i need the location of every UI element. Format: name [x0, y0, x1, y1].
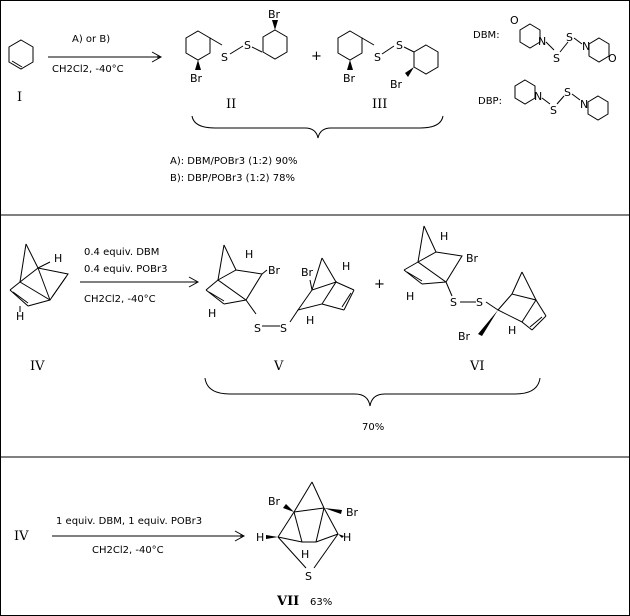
- scheme1-plus: +: [311, 49, 322, 64]
- svg-text:H: H: [343, 531, 351, 544]
- condition-A: A): DBM/POBr3 (1:2) 90%: [170, 156, 298, 167]
- svg-text:Br: Br: [343, 72, 356, 85]
- label-VI: VI: [469, 359, 485, 374]
- scheme-2: H H IV 0.4 equiv. DBM 0.4 equiv. POBr3 C…: [9, 225, 547, 433]
- label-IV-scheme3: IV: [14, 529, 29, 544]
- label-V: V: [273, 359, 284, 374]
- svg-text:Br: Br: [268, 495, 281, 508]
- label-III: III: [372, 97, 387, 112]
- svg-text:N: N: [580, 98, 588, 111]
- scheme-3: IV 1 equiv. DBM, 1 equiv. POBr3 CH2Cl2, …: [14, 481, 359, 609]
- svg-text:H: H: [406, 290, 414, 303]
- svg-text:H: H: [208, 307, 216, 320]
- svg-text:S: S: [450, 296, 457, 309]
- svg-text:H: H: [245, 248, 253, 261]
- arrow3-reagents: 1 equiv. DBM, 1 equiv. POBr3: [56, 516, 202, 527]
- scheme3-yield: 63%: [310, 597, 332, 608]
- svg-text:S: S: [244, 39, 251, 52]
- svg-text:Br: Br: [390, 78, 403, 91]
- scheme2-plus: +: [374, 277, 385, 292]
- product-VI-structure: H Br H S S Br H: [403, 225, 547, 343]
- svg-text:S: S: [476, 296, 483, 309]
- svg-text:H: H: [440, 230, 448, 243]
- arrow3-head: [234, 530, 246, 542]
- svg-text:H: H: [16, 310, 24, 323]
- svg-text:S: S: [374, 51, 381, 64]
- product-V-structure: H Br H S S Br H H: [205, 244, 355, 335]
- scheme1-brace: [191, 115, 444, 139]
- svg-text:S: S: [564, 86, 571, 99]
- arrow2-reagent-2: 0.4 equiv. POBr3: [84, 264, 167, 275]
- svg-text:Br: Br: [466, 252, 479, 265]
- svg-text:H: H: [306, 314, 314, 327]
- reagent-DBP-label: DBP:: [478, 96, 502, 107]
- svg-text:Br: Br: [346, 506, 359, 519]
- DBP-structure: N S S N: [514, 79, 609, 121]
- arrow1-conditions-bottom: CH2Cl2, -40°C: [52, 64, 124, 75]
- arrow1-head: [151, 51, 163, 63]
- svg-text:S: S: [550, 104, 557, 117]
- svg-text:Br: Br: [301, 266, 314, 279]
- svg-text:S: S: [396, 39, 403, 52]
- svg-text:N: N: [538, 35, 546, 48]
- svg-text:N: N: [534, 90, 542, 103]
- scheme-1: I A) or B) CH2Cl2, -40°C S S Br Br II +: [8, 8, 617, 184]
- arrow3-solvent: CH2Cl2, -40°C: [92, 545, 164, 556]
- svg-text:S: S: [566, 31, 573, 44]
- svg-text:H: H: [342, 260, 350, 273]
- svg-text:Br: Br: [190, 72, 203, 85]
- svg-text:S: S: [254, 322, 261, 335]
- svg-text:Br: Br: [268, 8, 281, 21]
- scheme2-brace: [204, 377, 541, 407]
- svg-text:S: S: [553, 52, 560, 65]
- svg-text:Br: Br: [458, 330, 471, 343]
- label-II: II: [226, 97, 236, 112]
- cyclohexene-structure: [8, 39, 34, 70]
- arrow1-conditions-top: A) or B): [72, 34, 110, 45]
- scheme2-yield: 70%: [362, 422, 384, 433]
- condition-B: B): DBP/POBr3 (1:2) 78%: [170, 173, 295, 184]
- reagent-DBM-label: DBM:: [473, 30, 500, 41]
- label-VII: VII: [276, 594, 299, 609]
- svg-text:H: H: [54, 252, 62, 265]
- arrow2-reagent-1: 0.4 equiv. DBM: [84, 247, 159, 258]
- product-III-structure: S S Br Br: [337, 30, 439, 91]
- svg-text:N: N: [582, 40, 590, 53]
- label-I: I: [17, 90, 22, 105]
- svg-text:O: O: [608, 52, 617, 65]
- arrow2-head: [188, 276, 200, 288]
- product-II-structure: S S Br Br: [185, 8, 288, 85]
- svg-text:S: S: [221, 51, 228, 64]
- svg-text:H: H: [508, 324, 516, 337]
- label-IV: IV: [30, 359, 45, 374]
- product-VII-structure: S Br Br H H H: [256, 481, 359, 583]
- svg-text:O: O: [510, 14, 519, 27]
- arrow2-solvent: CH2Cl2, -40°C: [84, 294, 156, 305]
- svg-text:S: S: [305, 570, 312, 583]
- DBM-structure: O N S S N O: [510, 14, 617, 65]
- svg-text:H: H: [301, 548, 309, 561]
- norbornadiene-structure: H H: [9, 243, 69, 323]
- svg-text:H: H: [256, 531, 264, 544]
- svg-text:S: S: [280, 322, 287, 335]
- svg-text:Br: Br: [268, 264, 281, 277]
